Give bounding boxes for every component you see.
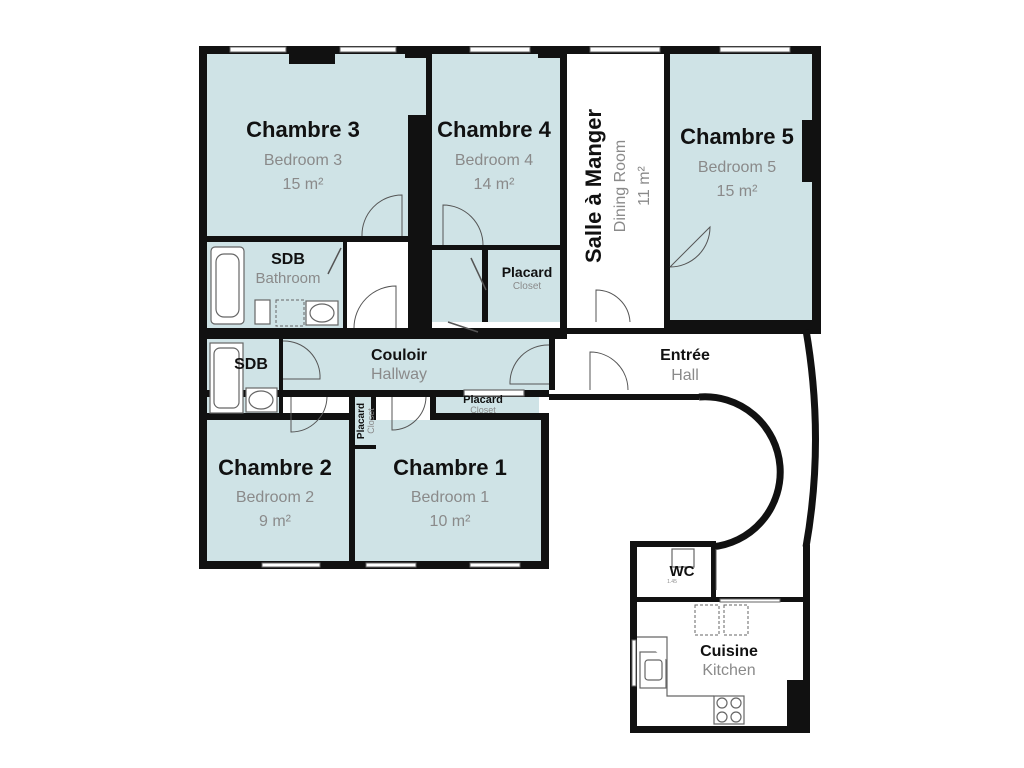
room-chambre-4 <box>432 54 560 245</box>
room-chambre-2 <box>207 420 349 561</box>
window <box>469 562 521 568</box>
bedroom-2-area: 9 m² <box>259 513 292 530</box>
bedroom-1-area: 10 m² <box>430 513 472 530</box>
window <box>719 598 781 603</box>
room-placard-alcove <box>432 250 482 322</box>
dining-room-label: Dining Room <box>612 140 629 232</box>
wc-label: WC <box>670 563 695 580</box>
salle-a-manger-label: Salle à Manger <box>581 109 606 264</box>
door-chambre-5 <box>669 225 711 268</box>
placard-mid-label: Placard <box>463 394 503 406</box>
door-chambre-1 <box>391 396 427 431</box>
sdb-top-label: SDB <box>271 251 305 268</box>
room-chambre-5 <box>670 54 812 320</box>
doors <box>282 194 717 590</box>
window <box>339 46 397 53</box>
door-entree <box>509 344 550 385</box>
bedroom-4-label: Bedroom 4 <box>455 152 533 169</box>
window <box>229 46 287 53</box>
toilet-icon <box>671 548 695 568</box>
chambre-5-label: Chambre 5 <box>680 124 794 149</box>
door-hall <box>589 351 629 391</box>
sdb-small-label: SDB <box>234 356 268 373</box>
door-salle <box>595 289 631 323</box>
chambre-1-label: Chambre 1 <box>393 455 507 480</box>
door-chambre-4 <box>442 204 484 246</box>
room-placard-top <box>488 250 560 322</box>
hallway-label: Hallway <box>371 366 427 383</box>
window <box>719 46 791 53</box>
window <box>261 562 321 568</box>
door-chambre-3 <box>361 194 403 237</box>
windows <box>229 46 791 687</box>
bathroom-label: Bathroom <box>255 270 320 287</box>
bedroom-3-label: Bedroom 3 <box>264 152 342 169</box>
toilet-icon <box>254 299 271 325</box>
room-entree <box>555 334 803 394</box>
door-couloir <box>282 340 321 380</box>
closet-top-label: Closet <box>513 281 542 292</box>
room-chambre-1 <box>355 420 541 561</box>
bedroom-5-label: Bedroom 5 <box>698 159 776 176</box>
couloir-label: Couloir <box>371 347 427 364</box>
placard-vert-label: Placard <box>356 403 367 439</box>
room-placard-mid <box>436 397 539 413</box>
fixtures <box>209 246 749 725</box>
chambre-3-label: Chambre 3 <box>246 117 360 142</box>
wc-dimension: 1.45 <box>667 579 677 585</box>
door-passage <box>353 285 397 329</box>
room-labels: Chambre 3 Bedroom 3 15 m² Chambre 4 Bedr… <box>218 109 794 679</box>
placard-top-label: Placard <box>502 264 553 280</box>
entree-label: Entrée <box>660 347 710 364</box>
room-couloir <box>281 339 549 390</box>
window <box>469 46 531 53</box>
bedroom-2-label: Bedroom 2 <box>236 489 314 506</box>
window <box>589 46 661 53</box>
bedroom-4-area: 14 m² <box>474 176 516 193</box>
room-salle-a-manger <box>567 54 664 320</box>
kitchen-label: Kitchen <box>702 662 755 679</box>
bedroom-5-area: 15 m² <box>717 183 759 200</box>
room-chambre-3 <box>207 54 426 236</box>
cuisine-label: Cuisine <box>700 643 758 660</box>
chambre-2-label: Chambre 2 <box>218 455 332 480</box>
door-chambre-2 <box>290 396 328 433</box>
dining-room-area: 11 m² <box>636 165 653 205</box>
window <box>365 562 417 568</box>
window <box>631 639 637 687</box>
closet-vert-label: Closet <box>366 408 376 434</box>
chambre-4-label: Chambre 4 <box>437 117 551 142</box>
hall-label: Hall <box>671 367 699 384</box>
closet-mid-label: Closet <box>470 405 496 415</box>
bedroom-1-label: Bedroom 1 <box>411 489 489 506</box>
bedroom-3-area: 15 m² <box>283 176 325 193</box>
